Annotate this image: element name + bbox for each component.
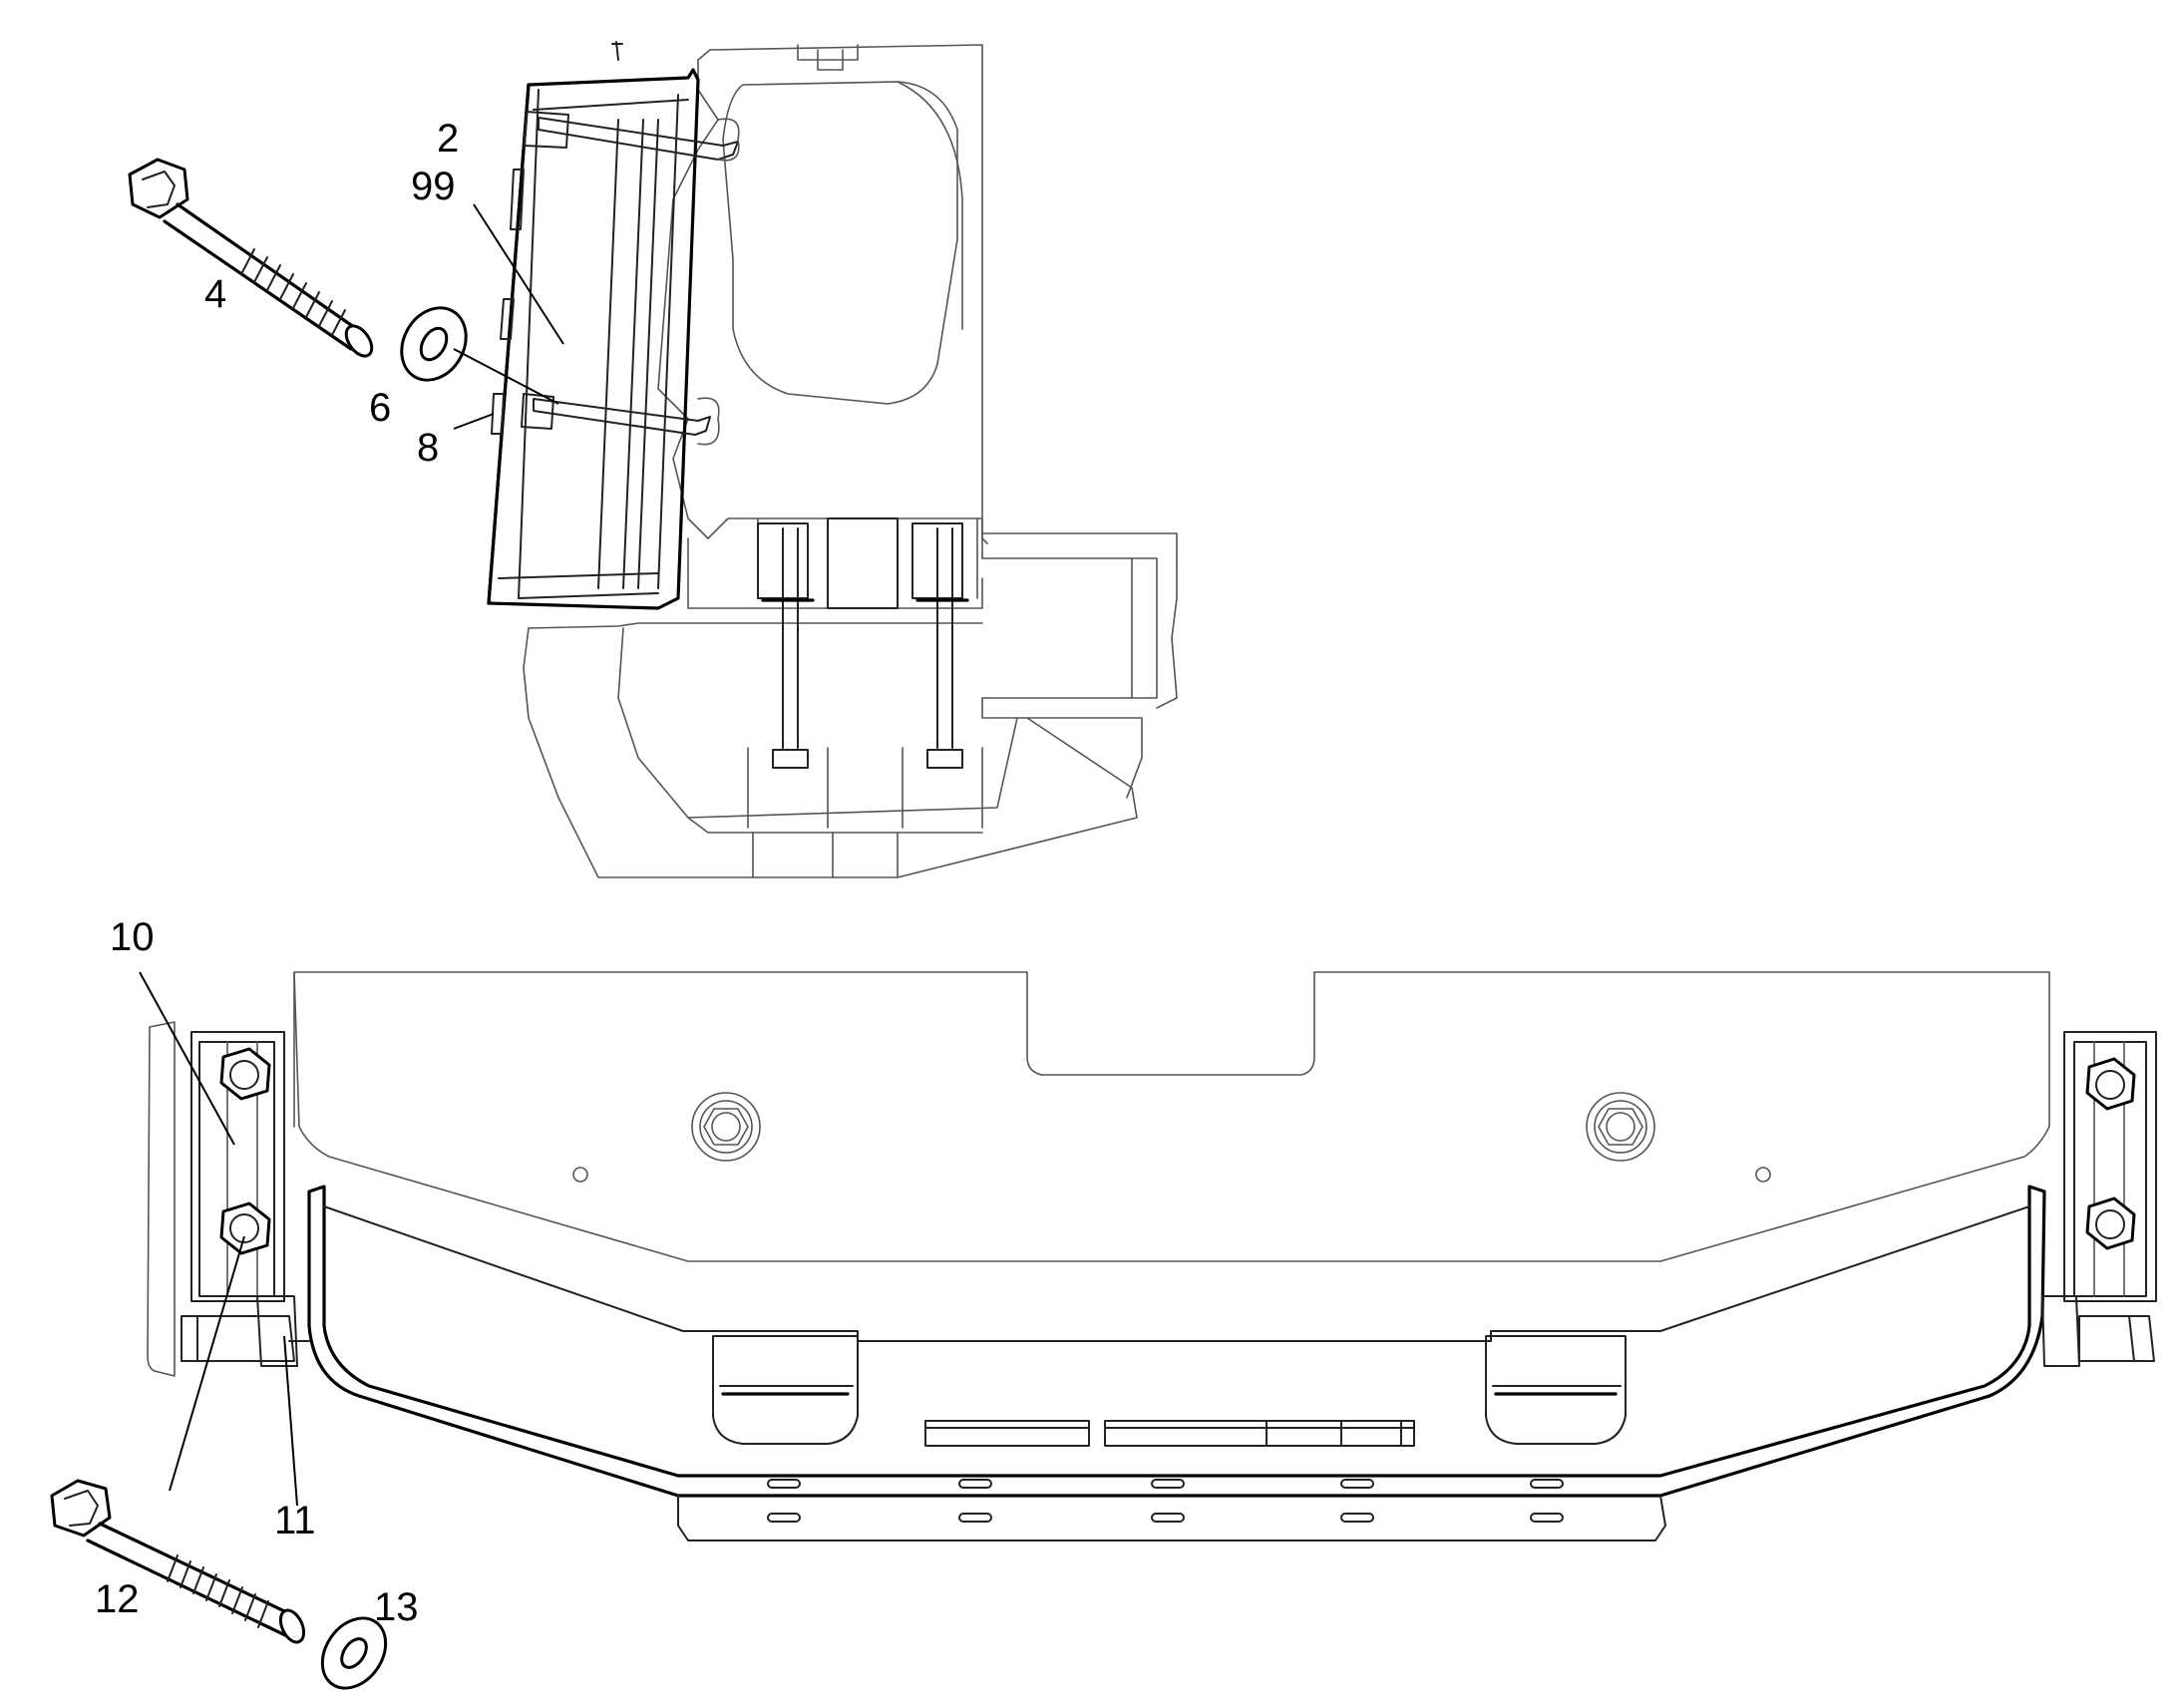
callout-13: 13 xyxy=(374,1585,419,1629)
callout-10: 10 xyxy=(110,915,155,959)
callout-4: 4 xyxy=(204,272,226,316)
bolt-part-4 xyxy=(128,158,374,358)
washer-part-13 xyxy=(320,1616,388,1690)
bolt-part-12 xyxy=(50,1479,306,1644)
callout-11: 11 xyxy=(274,1499,316,1542)
callout-2: 2 xyxy=(437,117,459,161)
callout-6: 6 xyxy=(369,386,391,430)
upper-leader-lines xyxy=(453,203,564,430)
callout-12: 12 xyxy=(95,1577,140,1621)
side-view-assembly xyxy=(487,41,1178,878)
callout-99: 99 xyxy=(411,165,456,208)
washer-part-6 xyxy=(400,306,468,382)
blade-slots xyxy=(767,1479,1564,1523)
front-view-assembly xyxy=(147,971,2157,1541)
lower-leader-lines xyxy=(139,971,298,1507)
callout-8: 8 xyxy=(417,426,439,470)
